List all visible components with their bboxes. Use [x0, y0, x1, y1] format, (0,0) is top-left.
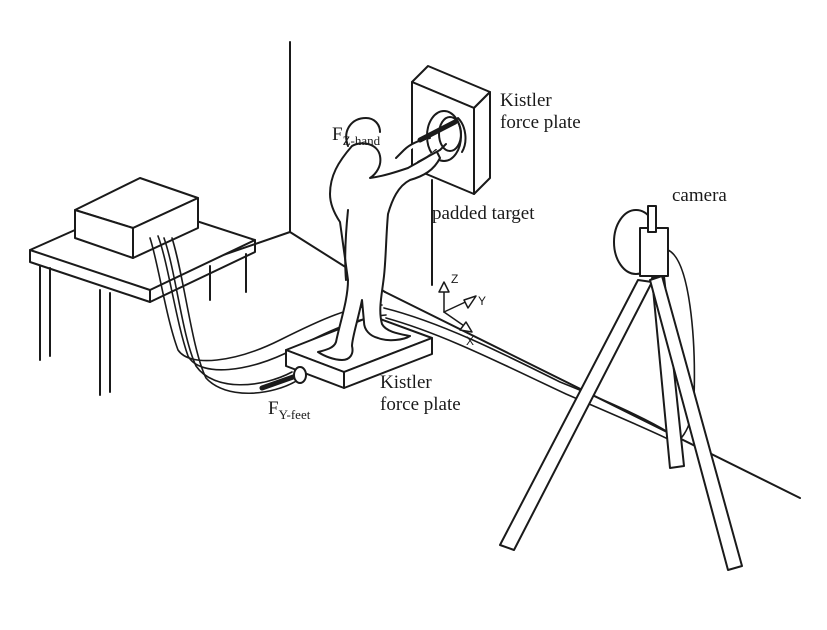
axis-z-label: Z: [451, 272, 459, 286]
camera-label: camera: [672, 185, 727, 206]
wall-force-plate-label-line1: Kistler: [500, 90, 552, 111]
wall-force-plate-label-line2: force plate: [500, 112, 581, 133]
amplifier-box: [74, 177, 199, 259]
wall-force-plate-label: Kistler force plate: [500, 90, 581, 134]
f-y-feet-subscript: Y-feet: [278, 407, 311, 422]
axis-y-label: Y: [478, 294, 487, 308]
floor-force-plate-label: Kistler force plate: [380, 372, 461, 416]
f-y-feet-main: F: [268, 398, 279, 419]
floor-force-plate-label-line2: force plate: [380, 394, 461, 415]
camera: [613, 205, 669, 277]
force-plate-floor: [285, 315, 433, 389]
f-z-hand-subscript: Z-hand: [342, 133, 381, 148]
cables: [149, 235, 696, 446]
axis-x-label: X: [466, 334, 475, 348]
coordinate-axes: [438, 281, 477, 333]
subject: [317, 117, 447, 361]
f-y-feet-label: FY-feet: [268, 398, 310, 426]
force-arrow-feet: [259, 366, 307, 391]
force-plate-wall: [411, 65, 491, 195]
tripod: [499, 275, 743, 571]
floor-force-plate-label-line1: Kistler: [380, 372, 432, 393]
padded-target-label: padded target: [432, 203, 535, 224]
force-arrow-hand: [417, 119, 458, 143]
f-z-hand-label: FZ-hand: [332, 124, 380, 152]
f-z-hand-main: F: [332, 124, 343, 145]
